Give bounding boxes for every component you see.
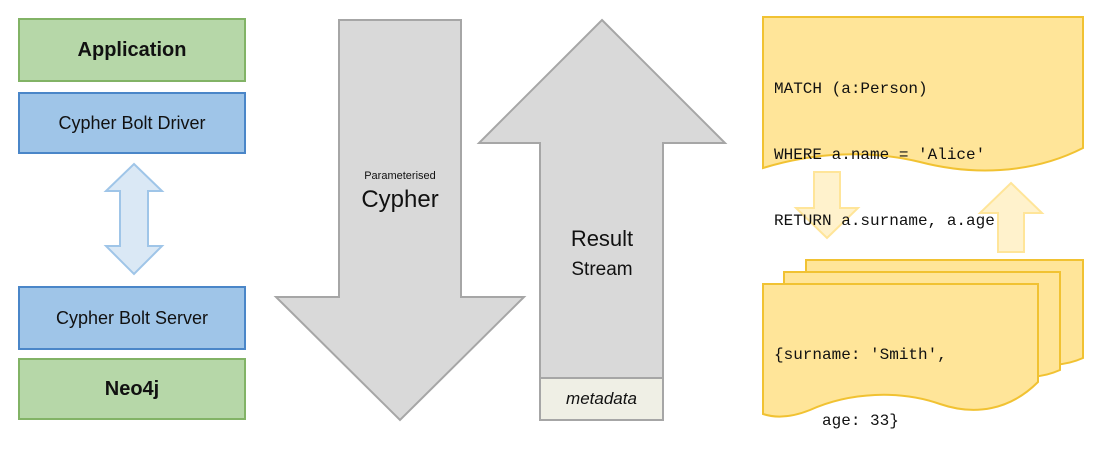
application-box: Application — [18, 18, 246, 82]
neo4j-box: Neo4j — [18, 358, 246, 420]
stream-label: Stream — [571, 259, 632, 280]
neo4j-label: Neo4j — [104, 377, 160, 400]
cypher-label: Cypher — [361, 186, 438, 213]
result-document-front — [762, 283, 1039, 418]
query-document-shape — [762, 16, 1084, 172]
query-code: MATCH (a:Person) WHERE a.name = 'Alice' … — [774, 34, 995, 276]
application-label: Application — [77, 38, 187, 61]
bolt-protocol-diagram: Parameterised Cypher Result Stream Appli… — [18, 16, 1084, 430]
diagram-canvas: Parameterised Cypher Result Stream — [103, 16, 1084, 422]
metadata-band — [539, 377, 664, 421]
bidirectional-arrow — [103, 162, 165, 276]
metadata-label: metadata — [566, 389, 637, 408]
pale-up-arrow — [977, 181, 1045, 253]
result-code: {surname: 'Smith', age: 33} — [774, 300, 947, 476]
request-down-arrow — [273, 19, 527, 422]
response-up-arrow — [476, 18, 728, 421]
server-box: Cypher Bolt Server — [18, 286, 246, 350]
driver-box: Cypher Bolt Driver — [18, 92, 246, 154]
result-line: {surname: 'Smith', — [774, 346, 947, 364]
pale-down-arrow — [793, 171, 861, 240]
parameterised-label: Parameterised — [364, 170, 436, 182]
server-label: Cypher Bolt Server — [55, 307, 209, 328]
result-label: Result — [571, 226, 633, 251]
metadata-label-box: metadata — [540, 378, 663, 420]
query-line: RETURN a.surname, a.age — [774, 212, 995, 230]
driver-label: Cypher Bolt Driver — [58, 112, 206, 133]
result-line: age: 33} — [774, 412, 899, 430]
query-line: WHERE a.name = 'Alice' — [774, 146, 986, 164]
query-line: MATCH (a:Person) — [774, 80, 928, 98]
